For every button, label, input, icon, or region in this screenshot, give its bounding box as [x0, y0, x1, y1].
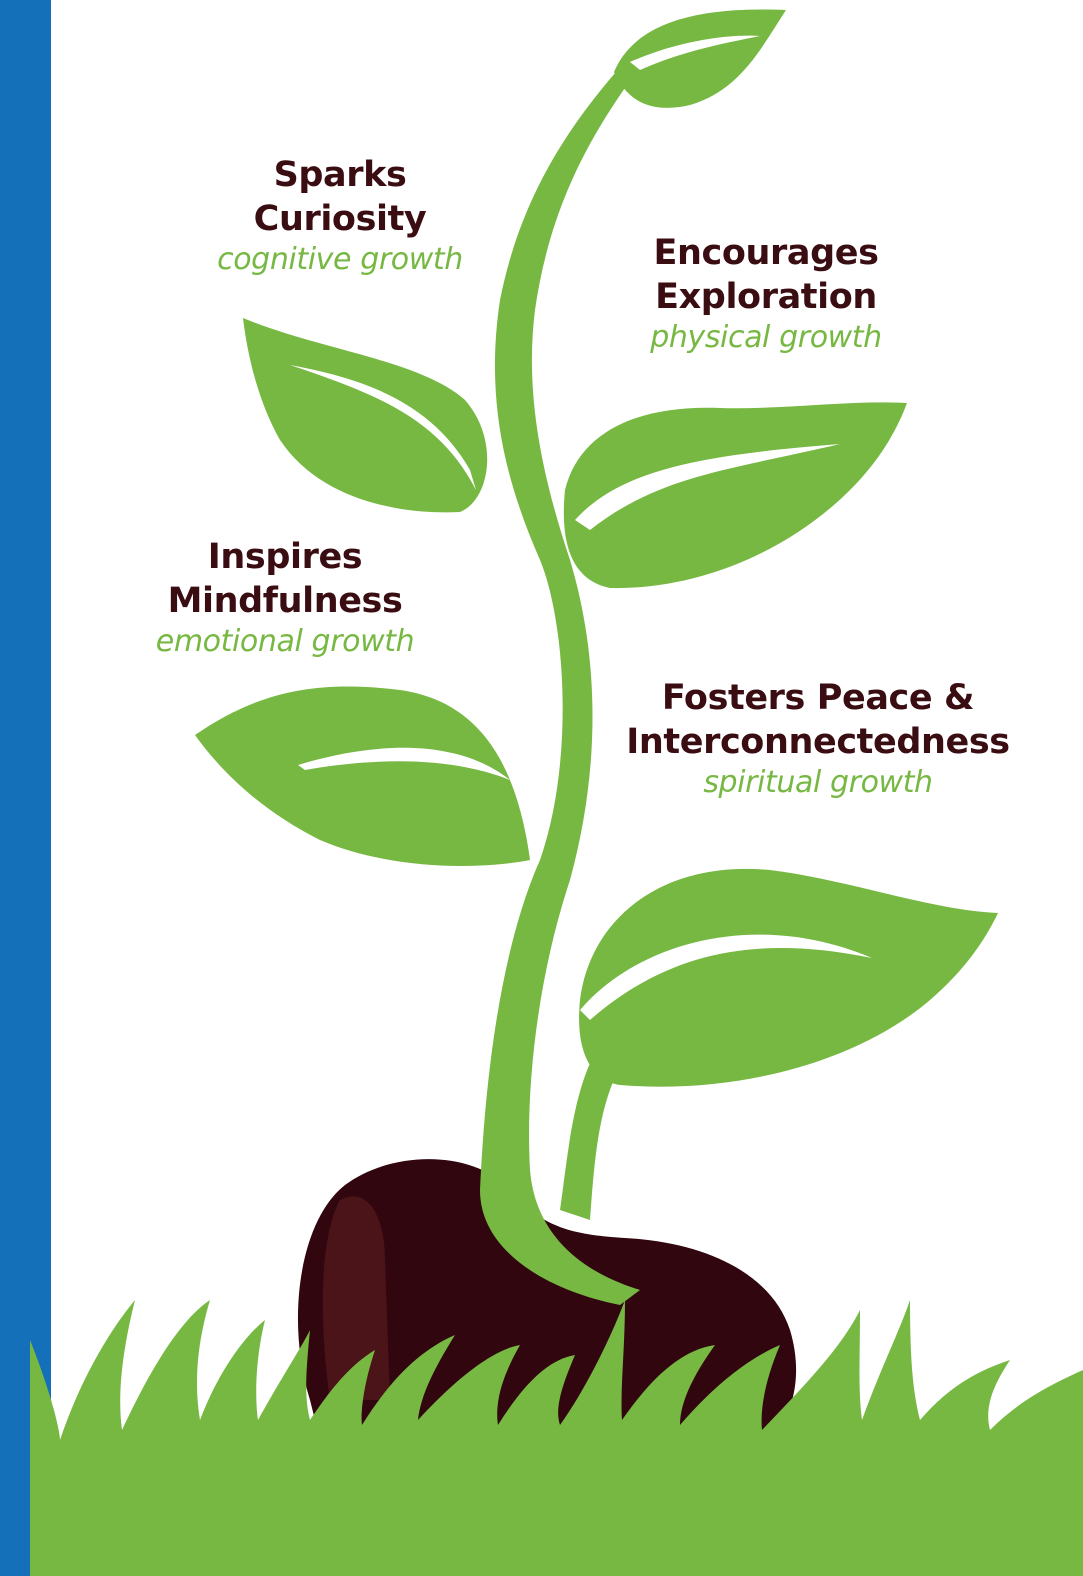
- label-title: Encourages Exploration: [653, 233, 879, 317]
- leaf-top: [614, 9, 786, 108]
- label-subtitle: emotional growth: [155, 624, 415, 659]
- label-subtitle: physical growth: [650, 320, 882, 355]
- label-emotional-growth: Inspires Mindfulness emotional growth: [120, 535, 450, 661]
- leaf-lower-left-vein: [298, 747, 510, 780]
- leaf-lower-right: [579, 868, 998, 1087]
- plant-stem: [480, 65, 640, 1305]
- leaf-upper-right: [563, 402, 907, 589]
- label-spiritual-growth: Fosters Peace & Interconnectedness spiri…: [608, 676, 1028, 802]
- leaf-upper-left: [243, 318, 488, 513]
- leaf-top-vein: [630, 35, 760, 70]
- leaf-lower-left: [195, 686, 530, 866]
- branch-lower-right: [560, 1020, 640, 1220]
- label-subtitle: spiritual growth: [703, 765, 933, 800]
- label-cognitive-growth: Sparks Curiosity cognitive growth: [180, 153, 500, 279]
- blue-side-bar: [0, 0, 51, 1576]
- leaf-upper-right-vein: [575, 444, 840, 530]
- leaf-lower-right-vein: [580, 934, 872, 1020]
- label-subtitle: cognitive growth: [217, 242, 463, 277]
- label-title: Sparks Curiosity: [253, 155, 427, 239]
- label-physical-growth: Encourages Exploration physical growth: [606, 231, 926, 357]
- grass: [30, 1300, 1083, 1576]
- label-title: Fosters Peace & Interconnectedness: [626, 678, 1010, 762]
- label-title: Inspires Mindfulness: [167, 537, 403, 621]
- seed-highlight: [322, 1196, 390, 1400]
